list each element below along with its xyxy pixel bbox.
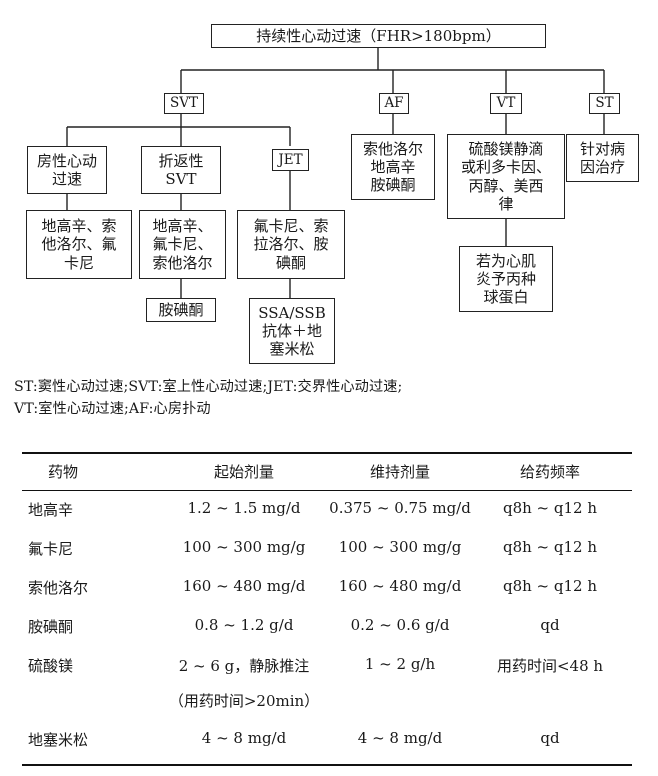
table-header-rule — [22, 490, 632, 491]
table-cell-r1-c0: 氟卡尼 — [28, 540, 74, 558]
table-header-0: 药物 — [48, 463, 79, 481]
myocarditis-label: 若为心肌 炎予丙种 球蛋白 — [475, 251, 536, 307]
table-cell-r2-c0: 索他洛尔 — [28, 579, 89, 597]
sinus-label: 房性心动 过速 — [36, 151, 97, 188]
table-cell-r3-c2: 0.2 ~ 0.6 g/d — [350, 616, 450, 634]
af-drugs-label: 索他洛尔 地高辛 胺碘酮 — [362, 139, 423, 195]
st-node: ST — [589, 93, 620, 114]
table-cell-r6-c0: 地塞米松 — [28, 731, 89, 749]
table-header-2: 维持剂量 — [369, 463, 431, 481]
table-cell-r2-c3: q8h ~ q12 h — [502, 577, 598, 595]
table-cell-r4-c2: 1 ~ 2 g/h — [364, 655, 436, 673]
reentrant-node: 折返性 SVT — [141, 146, 221, 194]
ssa-box: SSA/SSB 抗体＋地 塞米松 — [249, 298, 335, 364]
st-drugs-box: 针对病 因治疗 — [566, 134, 639, 182]
af-drugs-box: 索他洛尔 地高辛 胺碘酮 — [351, 134, 435, 200]
table-top-rule — [22, 452, 632, 454]
jet-node: JET — [272, 149, 309, 171]
table-header-1: 起始剂量 — [213, 463, 275, 481]
flowchart-connectors — [66, 47, 605, 298]
abbreviation-legend: ST:窦性心动过速;SVT:室上性心动过速;JET:交界性心动过速; VT:室性… — [14, 376, 650, 420]
table-cell-r2-c2: 160 ~ 480 mg/d — [338, 577, 462, 595]
af-node: AF — [379, 93, 409, 114]
table-cell-r6-c2: 4 ~ 8 mg/d — [357, 729, 443, 747]
af-label: AF — [384, 95, 404, 112]
reentrant-drugs-box: 地高辛、 氟卡尼、 索他洛尔 — [139, 210, 226, 279]
reentrant-label: 折返性 SVT — [158, 151, 204, 188]
table-cell-r4-c0: 硫酸镁 — [28, 657, 74, 675]
myocarditis-box: 若为心肌 炎予丙种 球蛋白 — [459, 246, 553, 312]
jet-drugs-box: 氟卡尼、索 拉洛尔、胺 碘酮 — [237, 210, 345, 279]
jet-drugs-label: 氟卡尼、索 拉洛尔、胺 碘酮 — [253, 217, 329, 272]
table-cell-r0-c1: 1.2 ~ 1.5 mg/d — [187, 499, 301, 517]
table-cell-r1-c1: 100 ~ 300 mg/g — [182, 538, 306, 556]
table-cell-r4-c1: 2 ~ 6 g，静脉推注 — [178, 657, 310, 675]
table-cell-r3-c3: qd — [540, 616, 560, 634]
svt-node: SVT — [164, 93, 204, 114]
root-label: 持续性心动过速（FHR>180bpm） — [256, 26, 501, 45]
reentrant-drugs-label: 地高辛、 氟卡尼、 索他洛尔 — [152, 217, 213, 272]
vt-node: VT — [490, 93, 522, 114]
sinus-node: 房性心动 过速 — [27, 146, 107, 194]
table-cell-r6-c3: qd — [540, 729, 560, 747]
table-cell-r3-c1: 0.8 ~ 1.2 g/d — [194, 616, 294, 634]
table-cell-r0-c2: 0.375 ~ 0.75 mg/d — [329, 499, 471, 517]
sinus-drugs-box: 地高辛、索 他洛尔、氟 卡尼 — [26, 210, 132, 279]
ssa-label: SSA/SSB 抗体＋地 塞米松 — [258, 303, 326, 359]
amiodarone-box: 胺碘酮 — [146, 298, 216, 322]
table-cell-r4-c3: 用药时间<48 h — [496, 657, 604, 675]
st-drugs-label: 针对病 因治疗 — [579, 139, 625, 176]
svt-label: SVT — [169, 95, 198, 112]
vt-drugs-label: 硫酸镁静滴 或利多卡因、 丙醇、美西 律 — [460, 139, 551, 213]
st-label: ST — [595, 95, 614, 112]
table-cell-r0-c3: q8h ~ q12 h — [502, 499, 598, 517]
table-cell-r3-c0: 胺碘酮 — [28, 618, 74, 636]
table-cell-r1-c3: q8h ~ q12 h — [502, 538, 598, 556]
vt-label: VT — [496, 95, 516, 112]
vt-drugs-box: 硫酸镁静滴 或利多卡因、 丙醇、美西 律 — [447, 134, 565, 219]
root-node: 持续性心动过速（FHR>180bpm） — [211, 24, 546, 48]
table-cell-r2-c1: 160 ~ 480 mg/d — [182, 577, 306, 595]
legend-line-2: VT:室性心动过速;AF:心房扑动 — [14, 401, 211, 417]
legend-line-1: ST:窦性心动过速;SVT:室上性心动过速;JET:交界性心动过速; — [14, 379, 403, 395]
table-header-3: 给药频率 — [519, 463, 581, 481]
table-cell-r5-c1: （用药时间>20min） — [168, 692, 320, 710]
sinus-drugs-label: 地高辛、索 他洛尔、氟 卡尼 — [41, 217, 117, 272]
table-cell-r0-c0: 地高辛 — [28, 501, 74, 519]
table-bottom-rule — [22, 764, 632, 766]
jet-label: JET — [278, 151, 303, 168]
amiodarone-label: 胺碘酮 — [158, 300, 204, 319]
table-cell-r6-c1: 4 ~ 8 mg/d — [201, 729, 287, 747]
table-cell-r1-c2: 100 ~ 300 mg/g — [338, 538, 462, 556]
